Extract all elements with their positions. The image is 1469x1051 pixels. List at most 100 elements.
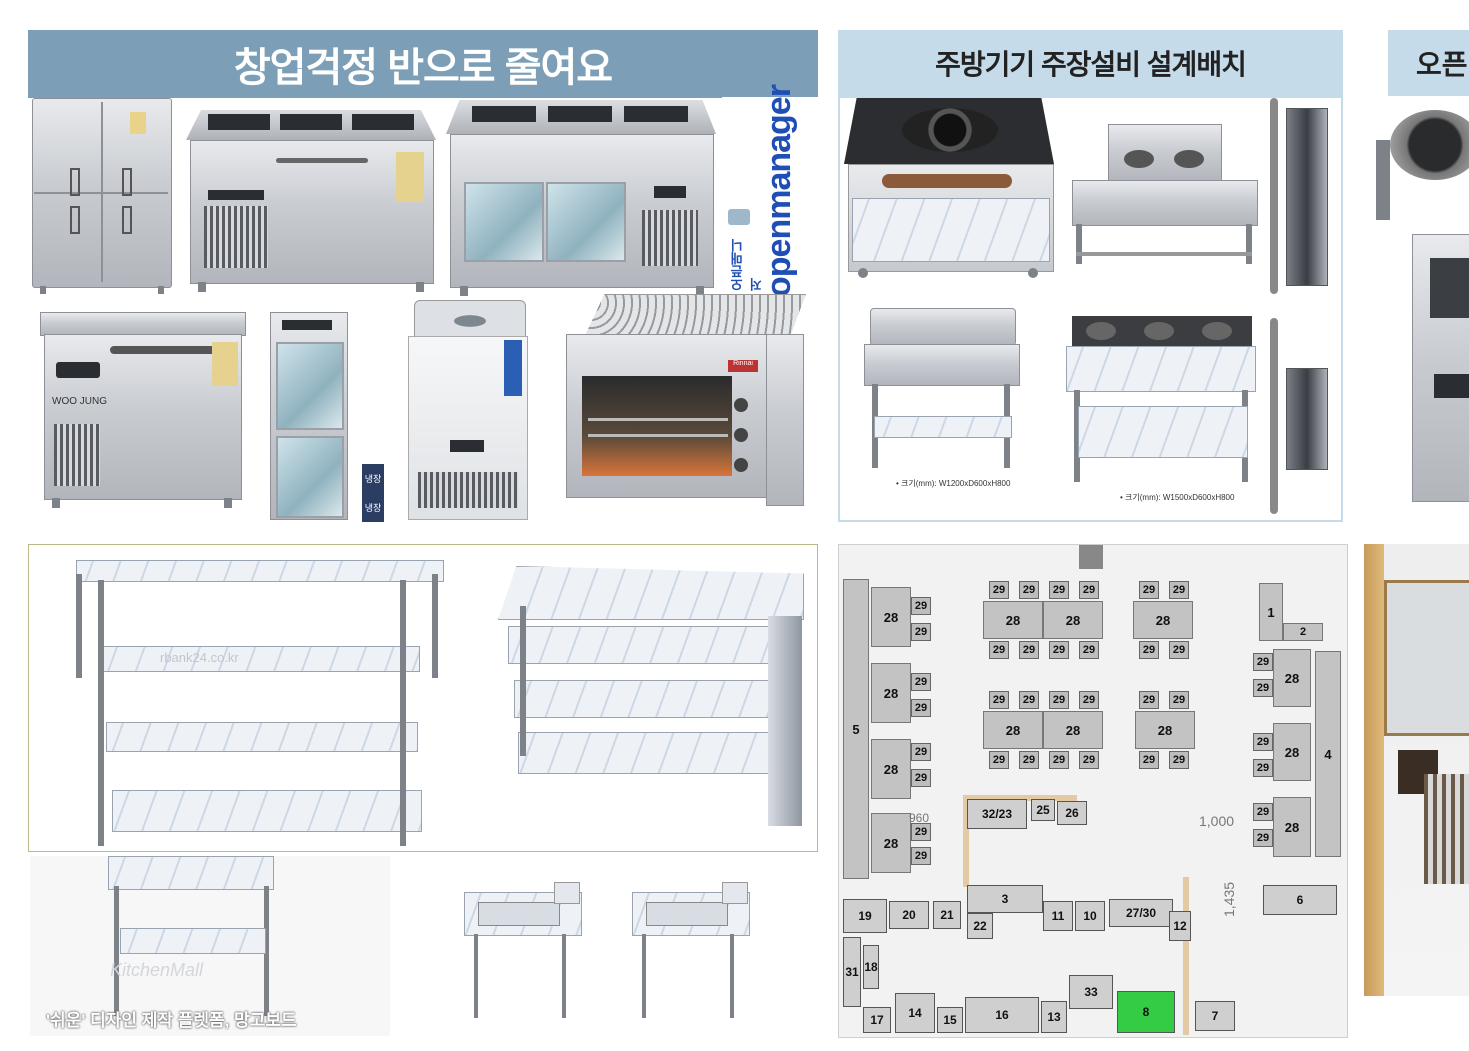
fp-chair: 29 bbox=[989, 691, 1009, 709]
fp-chair: 29 bbox=[1079, 691, 1099, 709]
fp-chair: 29 bbox=[1139, 641, 1159, 659]
photo-3d-interior-partial bbox=[1364, 544, 1469, 996]
fp-chair: 29 bbox=[1049, 751, 1069, 769]
photo-sink-left bbox=[464, 882, 582, 1022]
fp-chair: 29 bbox=[1049, 581, 1069, 599]
fp-table: 28 bbox=[1135, 711, 1195, 749]
restaurant-floor-plan: 5 28 29 29 28 29 29 28 29 29 28 29 29 28… bbox=[838, 544, 1348, 1038]
photo-sandwich-table-glass-door bbox=[446, 100, 718, 296]
fp-chair: 29 bbox=[1079, 641, 1099, 659]
photo-undercounter-refrigerator: WOO JUNG bbox=[40, 312, 246, 508]
photo-two-door-glass-refrigerator bbox=[270, 312, 350, 522]
fp-table: 28 bbox=[983, 601, 1043, 639]
fp-table: 28 bbox=[1133, 601, 1193, 639]
photo-single-wok-burner bbox=[844, 98, 1056, 280]
fp-item-7: 7 bbox=[1195, 1001, 1235, 1031]
fp-item-15: 15 bbox=[937, 1007, 963, 1033]
fp-chair: 29 bbox=[1019, 641, 1039, 659]
fp-item-12: 12 bbox=[1169, 911, 1191, 941]
fp-item-8: 8 bbox=[1117, 991, 1175, 1033]
triple-burner-size-caption: • 크기(mm): W1500xD600xH800 bbox=[1120, 493, 1235, 502]
fp-chair: 29 bbox=[1139, 691, 1159, 709]
freezer-label-sticker: 냉장 냉장 bbox=[362, 464, 384, 522]
fp-chair: 29 bbox=[989, 581, 1009, 599]
fp-table: 28 bbox=[871, 587, 911, 647]
fp-chair: 29 bbox=[1139, 581, 1159, 599]
fp-chair: 29 bbox=[1019, 751, 1039, 769]
fp-chair: 29 bbox=[1019, 691, 1039, 709]
fp-item-13: 13 bbox=[1041, 1001, 1067, 1033]
fp-item-16: 16 bbox=[965, 997, 1039, 1033]
photo-three-tier-cabinet bbox=[498, 566, 804, 832]
photo-tilting-kettle-partial bbox=[1370, 100, 1469, 224]
fp-table: 28 bbox=[1043, 601, 1103, 639]
photo-sink-right bbox=[632, 882, 750, 1022]
fp-item-26: 26 bbox=[1057, 801, 1087, 825]
fp-item-20: 20 bbox=[889, 901, 929, 929]
fp-chair: 29 bbox=[911, 743, 931, 761]
dim-1000: 1,000 bbox=[1199, 813, 1235, 829]
photo-soup-warmer bbox=[408, 300, 528, 520]
photo-dishwasher-partial bbox=[1412, 234, 1469, 502]
fp-item-27: 27/30 bbox=[1109, 899, 1173, 927]
fp-item-4: 4 bbox=[1315, 651, 1341, 857]
fp-chair: 29 bbox=[911, 597, 931, 615]
fp-item-2: 2 bbox=[1283, 623, 1323, 641]
shelving-panel-frame bbox=[28, 544, 818, 852]
fp-table: 28 bbox=[1273, 797, 1311, 857]
fp-item-22: 22 bbox=[967, 913, 993, 939]
dim-1435: 1,435 bbox=[1221, 881, 1237, 917]
freezer-tag-bottom: 냉장 bbox=[364, 503, 382, 513]
logo-text: openmanager bbox=[760, 85, 798, 297]
banner-middle-title: 주방기기 주장설비 설계배치 bbox=[838, 30, 1343, 96]
fp-chair: 29 bbox=[1169, 581, 1189, 599]
openmanager-logo: 오픈매니저 openmanager bbox=[722, 85, 818, 297]
fp-item-1: 1 bbox=[1259, 583, 1283, 641]
fp-chair: 29 bbox=[911, 673, 931, 691]
fp-chair: 29 bbox=[911, 623, 931, 641]
fp-table: 28 bbox=[983, 711, 1043, 749]
fp-chair: 29 bbox=[1253, 653, 1273, 671]
fp-chair: 29 bbox=[1169, 641, 1189, 659]
griddle-size-caption: • 크기(mm): W1200xD600xH800 bbox=[896, 479, 1011, 488]
fp-chair: 29 bbox=[911, 823, 931, 841]
fp-chair: 29 bbox=[911, 699, 931, 717]
fp-chair: 29 bbox=[1079, 581, 1099, 599]
fp-table: 28 bbox=[1273, 649, 1311, 707]
fp-item-6: 6 bbox=[1263, 885, 1337, 915]
fp-item-3: 3 bbox=[967, 885, 1043, 913]
fp-item-19: 19 bbox=[843, 899, 887, 933]
fp-item-11: 11 bbox=[1043, 901, 1073, 931]
logo-korean-text: 오픈매니저 bbox=[730, 239, 764, 291]
photo-sandwich-table-one-door bbox=[186, 110, 438, 292]
fp-chair: 29 bbox=[1253, 829, 1273, 847]
fp-item-33: 33 bbox=[1069, 975, 1113, 1009]
photo-double-wok-range bbox=[1072, 124, 1258, 270]
fp-table: 28 bbox=[1273, 723, 1311, 781]
fp-chair: 29 bbox=[1169, 751, 1189, 769]
photo-work-table-shelf: KitchenMall '쉬운' 디자인 제작 플렛폼, 망고보드 bbox=[30, 856, 390, 1036]
freezer-tag-top: 냉장 bbox=[364, 474, 382, 484]
photo-vertical-dishwasher-top bbox=[1266, 98, 1342, 294]
fp-item-32: 32/23 bbox=[967, 799, 1027, 829]
rinnai-brand-label: Rinnai bbox=[728, 360, 758, 372]
fp-table: 28 bbox=[871, 813, 911, 873]
fp-table: 28 bbox=[871, 663, 911, 723]
fp-item-17: 17 bbox=[863, 1007, 891, 1033]
fp-table: 28 bbox=[1043, 711, 1103, 749]
fp-item-31: 31 bbox=[843, 937, 861, 1007]
fp-chair: 29 bbox=[1253, 733, 1273, 751]
fp-chair: 29 bbox=[1079, 751, 1099, 769]
fp-item-5: 5 bbox=[843, 579, 869, 879]
dim-960: 960 bbox=[909, 811, 930, 825]
photo-four-door-refrigerator bbox=[30, 98, 172, 296]
fp-item-10: 10 bbox=[1075, 901, 1105, 931]
fp-item-18: 18 bbox=[863, 945, 879, 989]
fp-chair: 29 bbox=[911, 847, 931, 865]
photo-four-tier-shelf: rbank24.co.kr bbox=[70, 556, 446, 846]
woojung-brand-label: WOO JUNG bbox=[52, 396, 107, 407]
fp-chair: 29 bbox=[1049, 641, 1069, 659]
watermark-text-2: KitchenMall bbox=[110, 960, 204, 980]
photo-triple-burner-stand bbox=[1066, 316, 1256, 486]
banner-right-title: 오픈 bbox=[1388, 30, 1469, 96]
